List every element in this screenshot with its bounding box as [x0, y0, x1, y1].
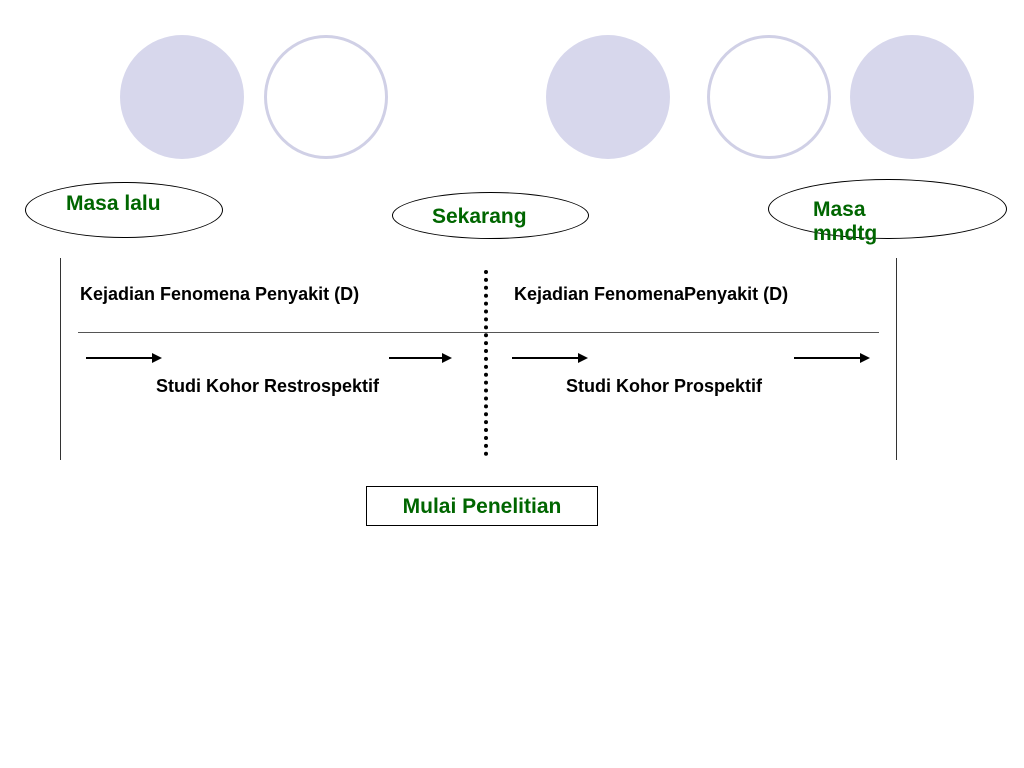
arrow-right-start [512, 353, 588, 363]
start-research-box [366, 486, 598, 526]
decorative-circle-outline-1 [264, 35, 388, 159]
study-prospective-label: Studi Kohor Prospektif [566, 376, 763, 396]
event-label-left: Kejadian Fenomena Penyakit (D) [80, 284, 360, 304]
horizontal-divider [78, 332, 879, 333]
present-label: Sekarang [432, 205, 527, 228]
arrow-right-end [794, 353, 870, 363]
right-boundary-line [896, 258, 897, 460]
decorative-circle-filled-1 [120, 35, 244, 159]
present-oval [392, 192, 589, 239]
start-research-label: Mulai Penelitian [402, 495, 562, 518]
left-boundary-line [60, 258, 61, 460]
past-oval [25, 182, 223, 238]
study-retrospective-label: Studi Kohor Restrospektif [156, 376, 380, 396]
decorative-circle-filled-3 [850, 35, 974, 159]
future-label: Masa mndtg [813, 198, 878, 245]
arrow-left-end [389, 353, 452, 363]
future-oval [768, 179, 1007, 239]
arrow-left-start [86, 353, 162, 363]
event-label-right: Kejadian FenomenaPenyakit (D) [514, 284, 789, 304]
present-dotted-divider [484, 270, 488, 456]
past-label: Masa lalu [66, 192, 161, 215]
decorative-circle-outline-2 [707, 35, 831, 159]
decorative-circle-filled-2 [546, 35, 670, 159]
